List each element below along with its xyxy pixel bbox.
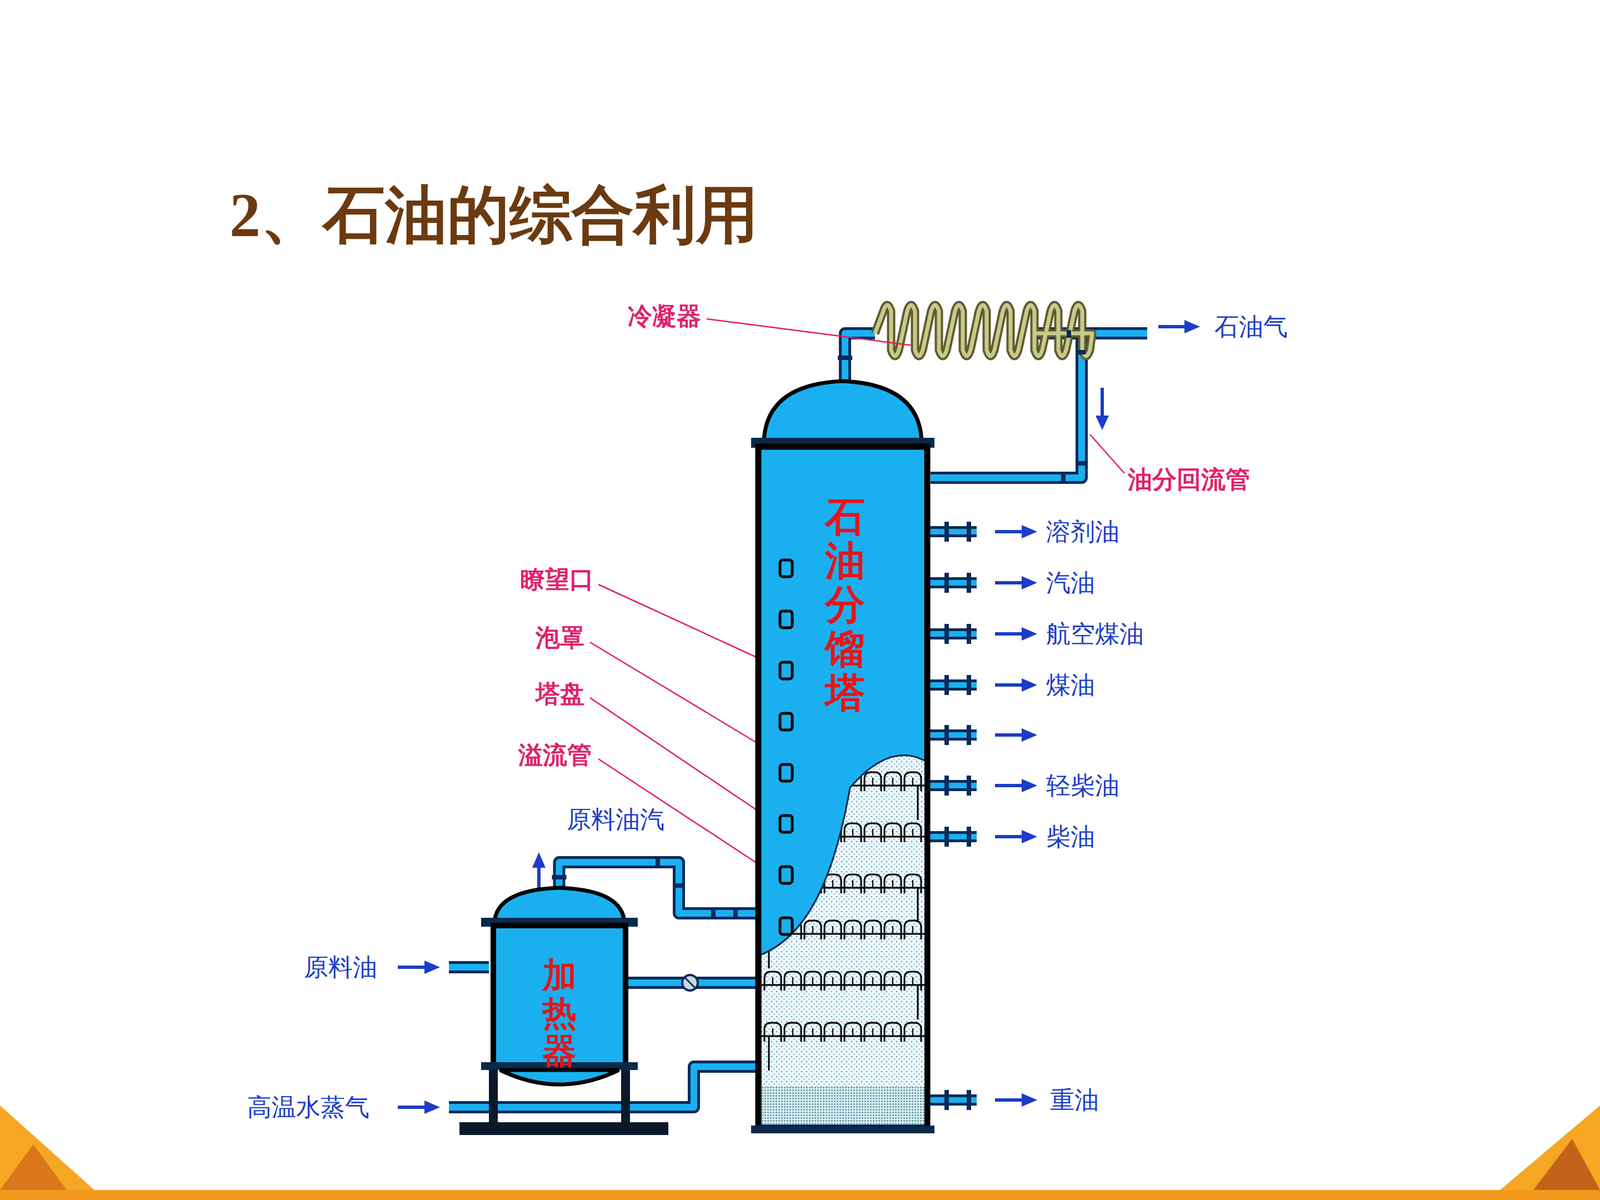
pipe-flange	[711, 909, 716, 918]
part-label: 泡罩	[535, 624, 585, 652]
outlet-flange	[966, 675, 972, 695]
valve	[684, 977, 696, 989]
outlet-arrow	[995, 835, 1025, 839]
flow-label: 煤油	[1046, 671, 1095, 699]
pipe-flange	[675, 883, 683, 888]
part-label: 冷凝器	[627, 302, 702, 330]
outlet-arrow	[1021, 778, 1038, 793]
condenser-coil	[875, 305, 1093, 357]
fractionating-tower: 石油分馏塔	[755, 377, 931, 1133]
outlet-arrow	[1021, 1093, 1038, 1107]
heater-stand	[459, 1069, 669, 1135]
pipe-flange	[733, 909, 738, 918]
outlet-arrow	[995, 581, 1025, 585]
pipe-flange	[655, 858, 660, 867]
part-label: 塔盘	[535, 680, 585, 708]
outlet-arrow	[995, 683, 1025, 687]
outlet-flange	[944, 775, 949, 796]
part-label: 溢流管	[518, 741, 592, 769]
outlet-arrow	[1021, 525, 1038, 539]
outlet-arrow	[1021, 728, 1038, 742]
outlet-flange	[944, 521, 949, 542]
corner-deco	[0, 1105, 95, 1190]
coil-stroke	[875, 305, 1093, 357]
flow-label: 石油气	[1214, 313, 1288, 340]
corner-deco	[1500, 1105, 1600, 1190]
outlet-arrow	[1021, 627, 1038, 641]
outlet-arrow	[995, 530, 1025, 534]
outlet-arrow	[1021, 678, 1038, 692]
coil-stroke	[875, 305, 1093, 357]
corner-deco	[1533, 1138, 1600, 1190]
corner-deco	[0, 1144, 67, 1190]
footer-bar	[0, 1190, 1600, 1200]
outlet-flange	[944, 725, 949, 745]
vertical-label: 石油分馏塔	[825, 495, 865, 715]
outlet-flange	[944, 826, 949, 847]
outlet-flange	[966, 826, 972, 847]
outlet-arrow	[1021, 576, 1038, 590]
title: 2、石油的综合利用	[229, 173, 759, 258]
flow-label: 原料油汽	[566, 806, 665, 833]
outlet-arrow	[995, 1098, 1025, 1102]
flow-label: 汽油	[1046, 569, 1095, 597]
fractionating-tower-shape	[755, 377, 931, 1133]
pipe-connector	[626, 975, 759, 991]
part-label: 油分回流管	[1127, 466, 1250, 493]
outlet-flange	[966, 521, 972, 542]
heater: 加热器	[487, 887, 631, 1087]
flow-label: 柴油	[1046, 823, 1095, 850]
outlet-flange	[966, 725, 972, 745]
outlet-flange	[944, 623, 949, 644]
outlet-flange	[966, 775, 972, 796]
outlet-arrow	[995, 733, 1025, 737]
part-label: 瞭望口	[520, 566, 594, 593]
flow-label: 原料油	[303, 953, 378, 981]
flow-label: 轻柴油	[1046, 772, 1120, 799]
outlet-flange	[944, 572, 949, 593]
flow-label: 航空煤油	[1046, 620, 1144, 648]
outlet-flange	[966, 572, 972, 593]
valve	[682, 975, 698, 991]
outlet-flange	[944, 1090, 949, 1110]
outlet-flange	[966, 1090, 972, 1110]
outlet-pipes	[928, 521, 1038, 1110]
outlet-flange	[966, 623, 972, 644]
flow-label: 高温水蒸气	[247, 1093, 370, 1121]
outlet-flange	[944, 675, 949, 695]
flow-label: 溶剂油	[1046, 518, 1120, 545]
pipe-flange	[552, 875, 567, 880]
flow-label: 重油	[1050, 1086, 1099, 1114]
outlet-arrow	[995, 632, 1025, 636]
outlet-arrow	[1021, 830, 1038, 844]
vertical-label: 加热器	[542, 956, 577, 1071]
outlet-arrow	[995, 783, 1025, 788]
